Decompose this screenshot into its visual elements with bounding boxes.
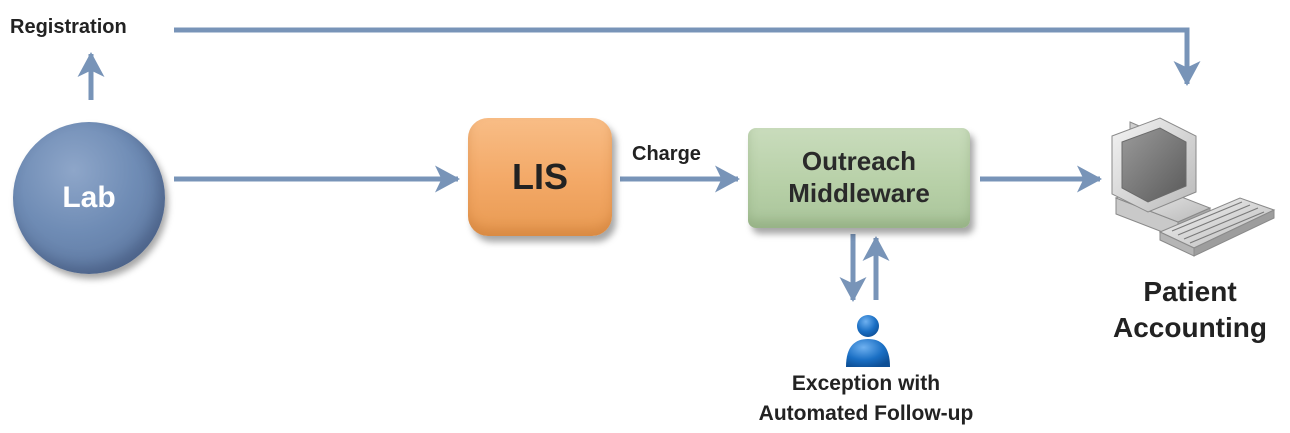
lis-node: LIS xyxy=(468,118,612,236)
exception-label-line1: Exception with xyxy=(791,372,941,395)
person-icon xyxy=(846,315,890,367)
arrow-registration-to-patient-accounting xyxy=(174,27,1201,87)
charge-label: Charge xyxy=(632,143,701,165)
middleware-label-line2: Middleware xyxy=(788,178,930,208)
patient-accounting-label-line1: Patient xyxy=(1143,276,1237,307)
exception-label-line2: Automated Follow-up xyxy=(758,402,974,425)
outreach-middleware-node: Outreach Middleware xyxy=(748,128,970,228)
middleware-label-line1: Outreach xyxy=(801,146,917,177)
computer-icon xyxy=(1111,117,1276,257)
lab-label: Lab xyxy=(62,181,116,214)
patient-accounting-label-line2: Accounting xyxy=(1113,312,1267,343)
lab-node: Lab xyxy=(13,122,165,274)
lis-label: LIS xyxy=(511,156,568,197)
registration-label: Registration xyxy=(10,16,127,38)
